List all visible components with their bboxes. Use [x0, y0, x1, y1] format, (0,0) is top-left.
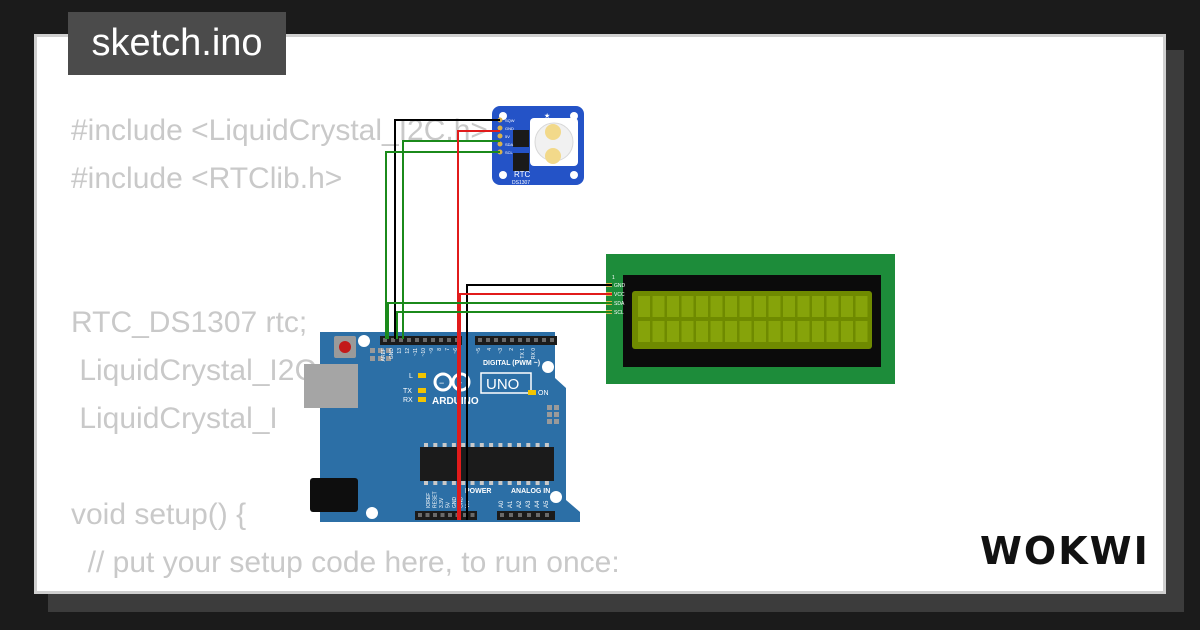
digital-header	[380, 336, 557, 345]
analog-header-label: ANALOG IN	[511, 488, 550, 495]
rtc-label: RTC	[514, 170, 531, 179]
icsp-header	[370, 348, 391, 361]
power-pin-label: IOREF	[426, 493, 432, 508]
led-on-label: ON	[538, 390, 549, 397]
power-header	[415, 511, 555, 520]
analog-pin-label: A0	[499, 500, 505, 508]
wire-sda-lcd	[387, 302, 612, 339]
rtc-pin-label: SQW	[505, 118, 515, 123]
digital-pin-label: RX 0	[531, 348, 537, 359]
digital-pin-label: ~9	[429, 348, 435, 354]
arduino-model: UNO	[486, 376, 519, 393]
led-l-label: L	[409, 373, 413, 380]
led-tx-label: TX	[403, 388, 412, 395]
digital-pin-label: 4	[487, 348, 493, 351]
wokwi-brand: WOKWI	[980, 529, 1150, 573]
wires	[385, 119, 612, 520]
digital-pin-label: 12	[405, 348, 411, 354]
icsp-header-2	[547, 405, 559, 424]
sketch-title[interactable]: sketch.ino	[68, 12, 286, 75]
uno-badge	[480, 372, 532, 394]
digital-pin-label: 2	[509, 348, 515, 351]
lcd-pin-label: VCC	[614, 292, 625, 298]
rtc-pin[interactable]	[497, 125, 503, 131]
wire-5v-lcd	[459, 293, 612, 520]
rtc-pin[interactable]	[497, 141, 503, 147]
svg-text:−: −	[439, 378, 444, 388]
analog-pin-label: A3	[526, 500, 532, 508]
digital-header-label: DIGITAL (PWM ~)	[483, 360, 540, 367]
rtc-pin-header: SQW GND 5V SDA SCL	[497, 117, 515, 155]
digital-pin-label: GND	[389, 348, 395, 360]
wire-scl-rtc	[402, 140, 500, 339]
digital-pin-label: ~10	[421, 348, 427, 357]
power-pin-label: 3.3V	[439, 497, 445, 508]
arduino-brand: ARDUINO	[432, 396, 479, 407]
digital-pin-label: TX 1	[520, 348, 526, 359]
wokwi-logo: WOKWI	[980, 529, 1150, 573]
code-line: LiquidCrystal_I	[71, 402, 278, 435]
analog-pin-label: A1	[508, 500, 514, 508]
code-line: // put your setup code here, to run once…	[71, 546, 620, 579]
rtc-pin-label: GND	[505, 126, 514, 131]
atmega-chip	[420, 447, 554, 481]
lcd-character-grid	[638, 296, 868, 342]
power-jack	[310, 478, 358, 512]
power-pin-label: 5V	[446, 501, 452, 508]
rtc-module[interactable]: ★ RTC DS1307 SQW GND 5V SDA SCL	[492, 106, 584, 186]
power-pin-label: GND	[459, 497, 465, 509]
usb-port	[304, 364, 358, 408]
lcd-pin-label: SCL	[614, 310, 624, 316]
wire-sda-rtc	[385, 151, 500, 339]
rtc-pin[interactable]	[497, 133, 503, 139]
wire-gnd-lcd	[466, 284, 612, 520]
code-line: void setup() {	[71, 498, 247, 531]
digital-pin-label: ~6	[453, 348, 459, 354]
svg-text:1: 1	[612, 275, 615, 281]
wire-gnd-rtc	[394, 119, 500, 339]
digital-pin-label: ~11	[413, 348, 419, 356]
star-icon: ★	[544, 112, 550, 120]
rtc-chip-label: DS1307	[512, 180, 530, 186]
led-rx-label: RX	[403, 397, 413, 404]
wire-5v-rtc	[457, 130, 500, 520]
power-pin-label: GND	[452, 497, 458, 509]
code-line: RTC_DS1307 rtc;	[71, 306, 308, 339]
digital-pin-label: 8	[437, 348, 443, 351]
digital-pin-label: 7	[445, 348, 451, 351]
rtc-pin-label: 5V	[505, 134, 510, 139]
digital-pin-label: ~3	[498, 348, 504, 354]
power-pin-label: RESET	[433, 491, 439, 508]
battery-icon	[545, 124, 561, 140]
lcd-pin-label: GND	[614, 283, 626, 289]
digital-pin-label: 13	[397, 348, 403, 354]
analog-pin-label: A5	[544, 500, 550, 508]
power-header-label: POWER	[465, 488, 491, 495]
code-line: #include <RTClib.h>	[71, 162, 343, 195]
wire-scl-lcd	[396, 311, 612, 339]
analog-pin-label: A4	[535, 500, 541, 508]
analog-pin-label: A2	[517, 500, 523, 508]
lcd-pin-label: SDA	[614, 301, 625, 307]
code-line: LiquidCrystal_I2C	[71, 354, 317, 387]
digital-pin-label: AREF	[381, 348, 387, 361]
rtc-pin-label: SDA	[505, 142, 514, 147]
rtc-chip	[513, 130, 529, 147]
rtc-pin-label: SCL	[505, 150, 514, 155]
digital-pin-label: ~5	[476, 348, 482, 354]
lcd-display[interactable]: 1 GND VCC SDA SCL	[606, 254, 895, 384]
